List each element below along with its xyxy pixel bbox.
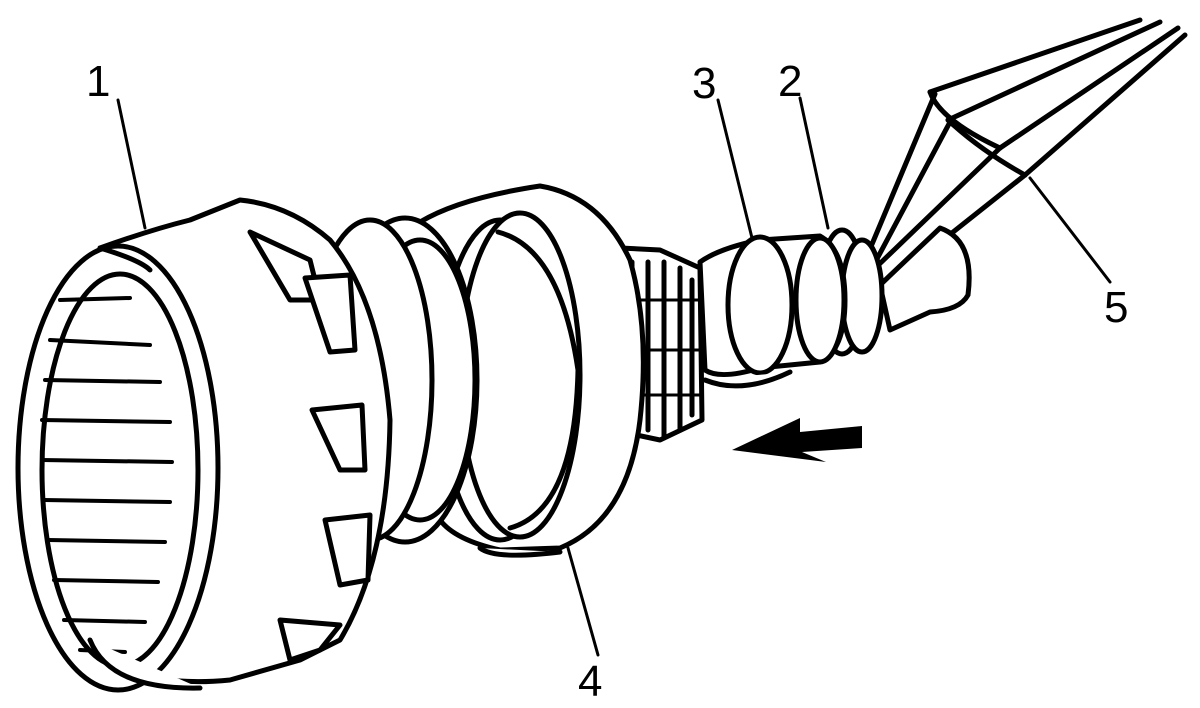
- callout-5: 5: [1104, 283, 1129, 332]
- leader-line-1: [116, 98, 147, 230]
- callout-4: 4: [578, 657, 603, 706]
- reaction-internal-gear: [15, 197, 393, 693]
- callout-3: 3: [692, 59, 717, 108]
- leader-line-3: [716, 98, 754, 240]
- callout-2: 2: [778, 57, 803, 106]
- callout-1: 1: [86, 57, 111, 106]
- leader-line-2: [798, 96, 830, 230]
- leader-line-4: [566, 546, 600, 657]
- snap-ring-pliers: [859, 17, 1188, 293]
- direction-arrow: [732, 418, 862, 462]
- shaft-end: [877, 225, 972, 333]
- bushing: [697, 233, 848, 389]
- leader-lines: [116, 96, 1112, 657]
- leader-line-5: [1028, 176, 1112, 284]
- planetary-carrier: [392, 183, 646, 558]
